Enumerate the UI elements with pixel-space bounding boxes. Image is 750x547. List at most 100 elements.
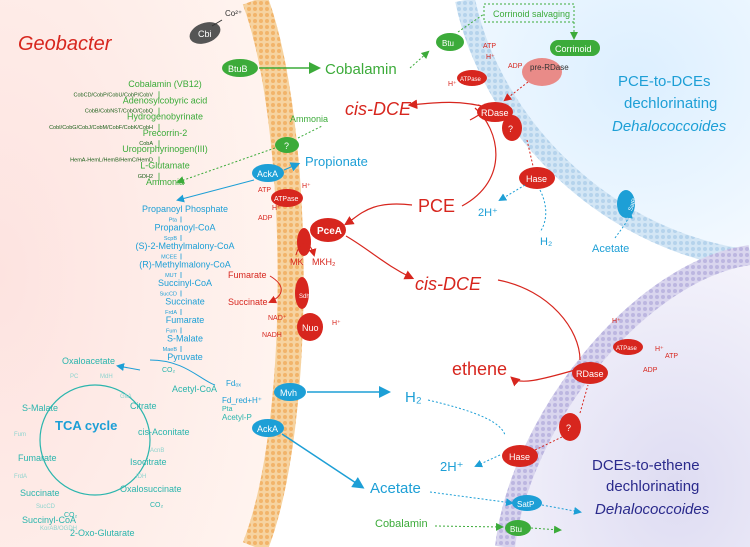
btub-label: BtuB [228,64,248,74]
btu-top: Btu [442,39,454,48]
tca-fum: Fum [14,432,26,438]
ammonia-question: ? [284,141,289,151]
tca-kordh: KorAB/OGDH [40,526,77,532]
cobamide-step-enzyme: CobA [139,141,153,147]
cobalamin-out: Cobalamin [325,61,397,78]
cobamide-step-product: Precorrin-2 [143,128,188,138]
geobacter-atpase-h-out: H⁺ [302,183,311,190]
propionate-out: Propionate [305,154,368,169]
sdh-label: Sdh [299,294,310,300]
dhc-top-title-1: PCE-to-DCEs [618,73,711,90]
tca-succinyl-coa: Succinyl-CoA [22,515,76,525]
mvh-label: Mvh [280,388,297,398]
fd-red: Fd_red+H⁺ [222,396,262,405]
geobacter-atpase-label: ATPase [274,196,298,203]
propionate-step-product: Succinate [165,297,205,307]
h2-middle: H₂ [405,389,422,406]
propionate-step-product: S-Malate [167,334,203,344]
two-h-top: 2H⁺ [478,207,498,219]
geobacter-atpase: ATPase ATP ADP H⁺ H⁺ [258,183,311,222]
succinate-geobacter: Succinate [228,297,268,307]
geobacter-membrane [242,0,304,547]
dhc-top-title-2: dechlorinating [624,95,717,112]
two-h-middle: 2H⁺ [440,459,463,474]
cis-dce-top: cis-DCE [345,99,412,119]
propionate-step-product: Fumarate [166,315,205,325]
tca-cycle-label: TCA cycle [55,418,117,433]
geobacter-title: Geobacter [18,33,113,55]
tca-succinate: Succinate [20,488,60,498]
geobacter-atpase-h-in: H⁺ [272,205,281,212]
dhc-top: PCE-to-DCEs dechlorinating Dehalococcoid… [436,3,727,255]
mkh2-label: MKH₂ [312,257,336,267]
dhc-bottom-title-1: DCEs-to-ethene [592,457,700,474]
tca-cycle: TCA cycle Oxaloacetate S-Malate Fumarate… [14,356,252,538]
question-top: ? [508,124,513,134]
h-top-2: H⁺ [448,81,457,88]
cbi-label: Cbi [198,29,212,39]
tca-acetyl-p: Acetyl-P [222,413,252,422]
propionate-step-product: (R)-Methylmalony-CoA [139,260,231,270]
propionate-step-enzyme: SucCD [160,292,177,298]
acetate-top: Acetate [592,243,629,255]
question-bottom: ? [566,423,571,433]
tca-acetyl-coa: Acetyl-CoA [172,384,217,394]
satp-bottom: SatP [517,500,534,509]
tca-cis-aconitate: cis-Aconitate [138,427,190,437]
co-label: Co²⁺ [225,9,242,18]
atpase-top: ATPase [460,77,482,83]
acka-bottom-label: AckA [257,424,278,434]
tca-fumarate: Fumarate [18,453,57,463]
acka-top: AckA [252,164,284,182]
tca-isocitrate: Isocitrate [130,457,167,467]
cobamide-step-product: Hydrogenobyrinate [127,112,203,122]
propionate-step-product: (S)-2-Methylmalony-CoA [135,241,234,251]
cobamide-step-product: Adenosylcobyric acid [123,95,208,105]
acetate-middle: Acetate [370,480,421,497]
cobamide-step-product: L-Glutamate [140,161,190,171]
propionate-step-product: Pyruvate [167,352,203,362]
cobamide-step-enzyme: CobI/CobG/CobJ/CobM/CobF/CobK/CobH [49,125,153,131]
cobamide-pathway: Cobalamin (VB12)Adenosylcobyric acidCobC… [49,79,208,187]
pce-label: PCE [418,196,455,216]
tca-succd: SucCD [36,504,56,510]
propionate-step-enzyme: Pta [169,218,178,224]
tca-mdh: MdH [100,374,113,380]
dhc-top-title-3: Dehalococcoides [612,118,727,135]
adp-bottom: ADP [643,367,658,374]
propionate-pathway: Propanoyl PhosphatePropanoyl-CoAPta(S)-2… [135,204,234,362]
cobamide-step-product: Uroporphyrinogen(III) [122,144,208,154]
geobacter-membrane-carrier-1 [297,228,311,256]
btub-transporter: BtuB [222,59,258,77]
dhc-bottom-cytoplasm [505,255,750,547]
h-bottom-1: H⁺ [612,318,621,325]
propionate-step-enzyme: MCEE [161,255,177,261]
tca-frda: FrdA [14,474,27,480]
fd-ox: Fdₒₓ [226,379,241,388]
mk-label: MK [290,257,304,267]
tca-co2-3: CO₂ [64,512,78,519]
cbi-transporter: Cbi Co²⁺ [189,9,242,44]
nuo-complex: Nuo NAD⁺ NADH H⁺ [262,313,341,341]
nad-label: NAD⁺ [268,315,287,322]
dhc-bottom: DCEs-to-ethene dechlorinating Dehalococc… [502,318,710,536]
pre-rdase: pre-RDase [530,63,569,72]
propionate-step-enzyme: ScpB [164,236,177,242]
rdase-top: RDase [481,108,509,118]
tca-citrate: Citrate [130,401,157,411]
atp-bottom: ATP [665,353,678,360]
cobamide-step-product: Cobalamin (VB12) [128,79,202,89]
propionate-step-enzyme: Fum [166,329,177,335]
tca-acnb: AcnB [150,448,164,454]
hase-bottom: Hase [509,452,530,462]
cobamide-step-product: Ammonia [146,177,184,187]
propionate-step-enzyme: MaeB [163,347,178,353]
pcea-enzyme: PceA [310,218,346,242]
hase-top: Hase [526,174,547,184]
dhc-bottom-title-3: Dehalococcoides [595,501,710,518]
cobalamin-bottom: Cobalamin [375,518,428,530]
geobacter-sdh [295,277,309,309]
cobamide-step-enzyme: GDH2 [138,174,153,180]
dhc-bottom-membrane [495,245,750,547]
